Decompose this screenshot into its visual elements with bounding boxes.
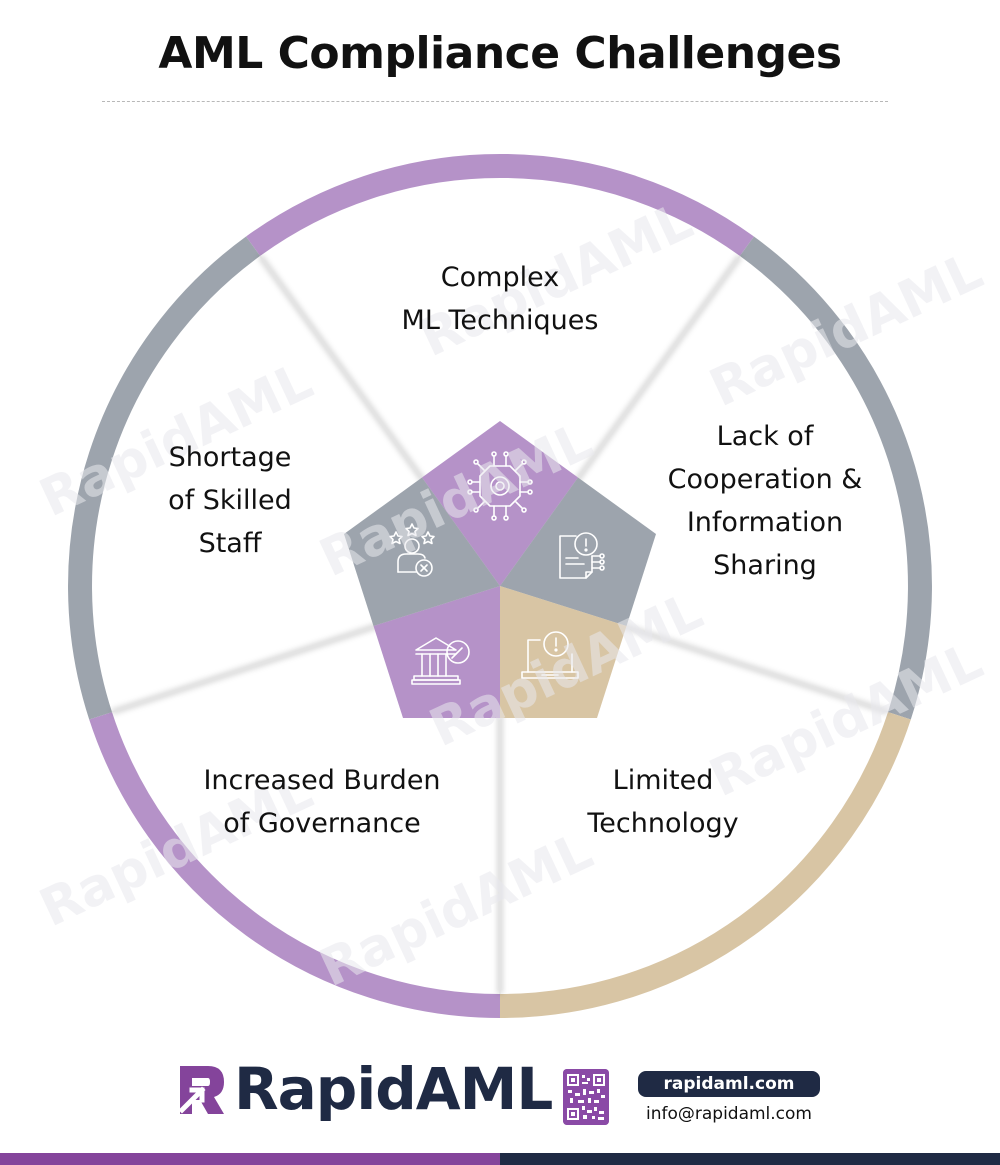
title-divider xyxy=(102,101,888,102)
ring-segment-cooperation xyxy=(739,236,932,720)
government-building-gavel-icon xyxy=(411,637,470,685)
ai-chip-gear-icon xyxy=(467,451,533,521)
segment-label-technology: Limited Technology xyxy=(587,765,739,839)
pentagon-wedge-complex-ml xyxy=(422,421,578,586)
ring-segment-technology xyxy=(499,712,911,1018)
outer-ring xyxy=(68,154,932,1018)
rapidaml-logo-icon xyxy=(178,1066,224,1114)
footer-bar-purple xyxy=(0,1153,500,1165)
page-title: AML Compliance Challenges xyxy=(158,28,842,79)
center-pentagon xyxy=(344,421,656,718)
pentagon-wedge-governance xyxy=(373,586,500,718)
ring-segment-complex-ml xyxy=(246,154,754,256)
email-link[interactable]: info@rapidaml.com xyxy=(645,1104,812,1124)
document-alert-network-icon xyxy=(559,532,605,579)
pentagon-wedge-staff xyxy=(344,477,500,626)
segment-label-staff: Shortage of Skilled Staff xyxy=(168,442,292,559)
segment-label-complex-ml: Complex ML Techniques xyxy=(401,262,599,336)
ring-segment-staff xyxy=(68,236,261,720)
qr-code[interactable] xyxy=(563,1069,609,1125)
brand-name: RapidAML xyxy=(234,1055,553,1123)
website-link[interactable]: rapidaml.com xyxy=(638,1071,820,1097)
pentagon-wedge-technology xyxy=(500,586,627,718)
laptop-gear-alert-icon xyxy=(521,631,579,679)
ring-segment-governance xyxy=(89,712,501,1018)
person-stars-cancel-icon xyxy=(389,523,435,577)
segment-label-cooperation: Lack of Cooperation & Information Sharin… xyxy=(667,421,863,581)
segment-label-governance: Increased Burden of Governance xyxy=(203,765,441,839)
footer-bar-navy xyxy=(500,1153,1000,1165)
